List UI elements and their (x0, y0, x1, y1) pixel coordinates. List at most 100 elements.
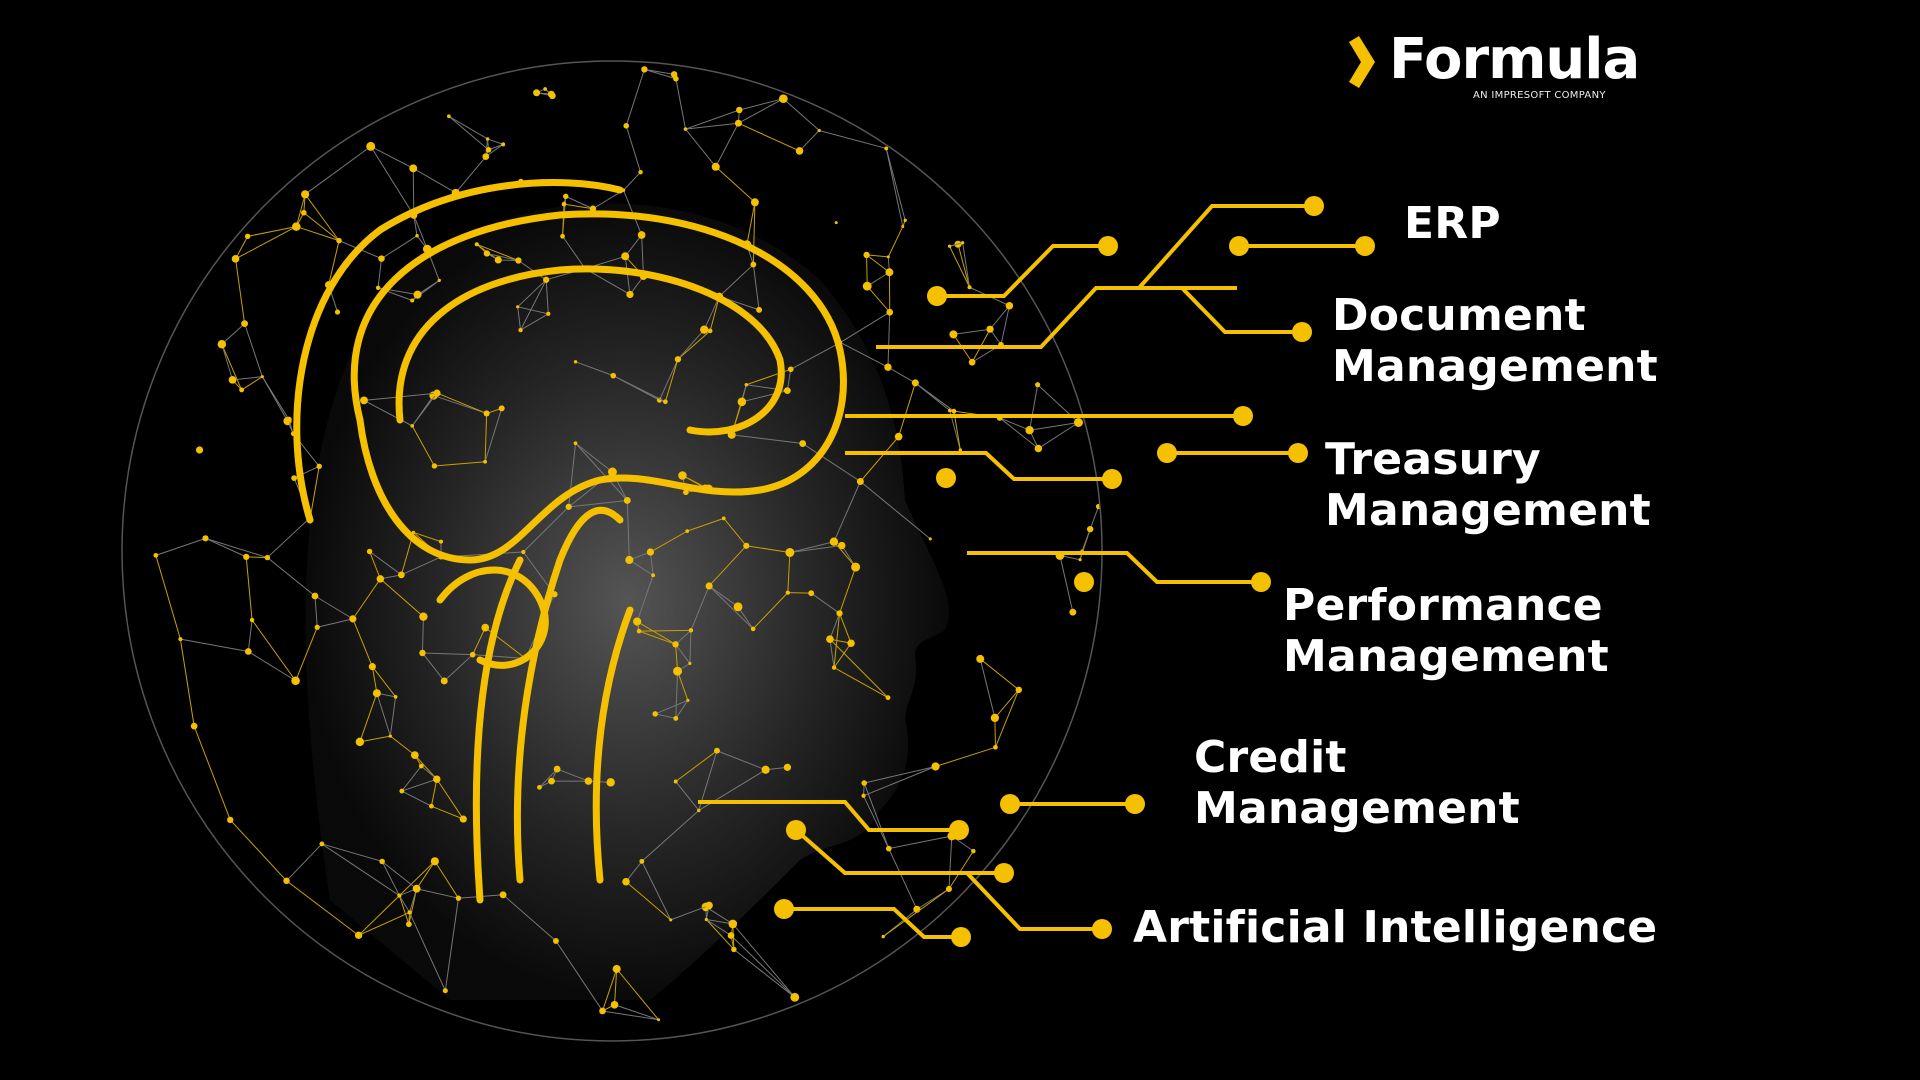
network-link (685, 109, 740, 130)
network-link (863, 795, 890, 849)
network-link (444, 898, 459, 991)
network-node (639, 858, 645, 864)
network-link (802, 443, 861, 482)
network-link (563, 203, 594, 210)
module-label-line: Treasury (1325, 434, 1541, 485)
network-node (834, 221, 838, 225)
network-link (369, 551, 381, 580)
network-node (990, 713, 1000, 723)
network-link (882, 888, 950, 937)
network-link (235, 226, 297, 260)
network-node (736, 106, 743, 114)
network-link (352, 578, 381, 620)
network-node (968, 358, 976, 366)
network-link (517, 306, 522, 331)
connector-dot (1251, 572, 1271, 592)
network-node (190, 722, 198, 730)
network-link (829, 639, 835, 668)
network-node (838, 541, 846, 550)
network-link (833, 642, 852, 668)
network-node (376, 575, 385, 583)
network-link (829, 613, 841, 640)
network-node (314, 624, 320, 630)
network-node (379, 858, 385, 865)
network-link (371, 666, 397, 698)
network-node (795, 147, 804, 155)
module-label-artificial-intelligence: Artificial Intelligence (1133, 902, 1657, 953)
network-node (829, 537, 839, 546)
network-link (502, 894, 557, 942)
network-link (613, 375, 666, 403)
network-link (962, 242, 971, 288)
network-link (443, 654, 474, 682)
network-node (516, 305, 520, 309)
network-link (948, 850, 974, 890)
network-node (700, 325, 709, 334)
network-link (685, 122, 739, 130)
network-node (518, 327, 523, 333)
network-node (406, 921, 412, 928)
module-label-line: Management (1325, 485, 1651, 536)
network-link (885, 148, 904, 227)
network-node (743, 542, 750, 549)
network-node (674, 356, 682, 363)
network-link (247, 226, 297, 237)
chevron-logo-icon (1349, 36, 1375, 88)
network-node (949, 330, 958, 339)
network-link (314, 595, 318, 628)
network-node (783, 387, 791, 395)
network-node (610, 1000, 619, 1009)
network-link (584, 268, 631, 295)
network-node (817, 128, 821, 133)
network-link (448, 115, 488, 140)
network-node (366, 141, 376, 151)
network-node (543, 87, 548, 91)
network-node (1015, 686, 1022, 694)
network-node (636, 628, 642, 634)
formula-logo[interactable]: Formula AN IMPRESOFT COMPANY (1345, 28, 1640, 108)
network-link (624, 234, 643, 257)
connector-dot (1102, 469, 1122, 489)
network-link (221, 344, 243, 391)
network-link (1079, 529, 1091, 560)
network-link (472, 654, 526, 659)
connector-dot (1157, 443, 1177, 463)
network-link (733, 949, 796, 998)
network-node (485, 137, 490, 141)
network-node (1086, 525, 1094, 533)
network-link (251, 619, 297, 682)
network-link (370, 145, 414, 169)
network-link (639, 629, 691, 632)
network-link (369, 551, 402, 576)
network-link (562, 235, 586, 269)
network-node (355, 737, 365, 747)
module-label-line: Performance (1283, 580, 1603, 631)
network-node (884, 146, 889, 151)
network-node (260, 375, 264, 379)
connector-dot (949, 820, 969, 840)
network-node (750, 626, 756, 632)
network-node (651, 573, 656, 578)
network-link (370, 146, 415, 216)
network-node (499, 891, 507, 899)
network-node (641, 66, 648, 73)
network-node (863, 251, 870, 259)
network-link (840, 311, 891, 343)
network-link (286, 843, 323, 882)
network-link (412, 168, 415, 216)
network-node (301, 190, 310, 199)
network-node (862, 281, 872, 291)
network-link (705, 919, 735, 950)
network-link (685, 128, 717, 168)
network-node (249, 617, 255, 623)
network-node (947, 244, 952, 248)
network-link (317, 618, 353, 628)
network-node (178, 637, 183, 642)
network-node (714, 747, 720, 754)
network-node (418, 763, 424, 769)
network-link (840, 342, 889, 368)
network-link (401, 778, 437, 792)
network-node (836, 610, 843, 617)
